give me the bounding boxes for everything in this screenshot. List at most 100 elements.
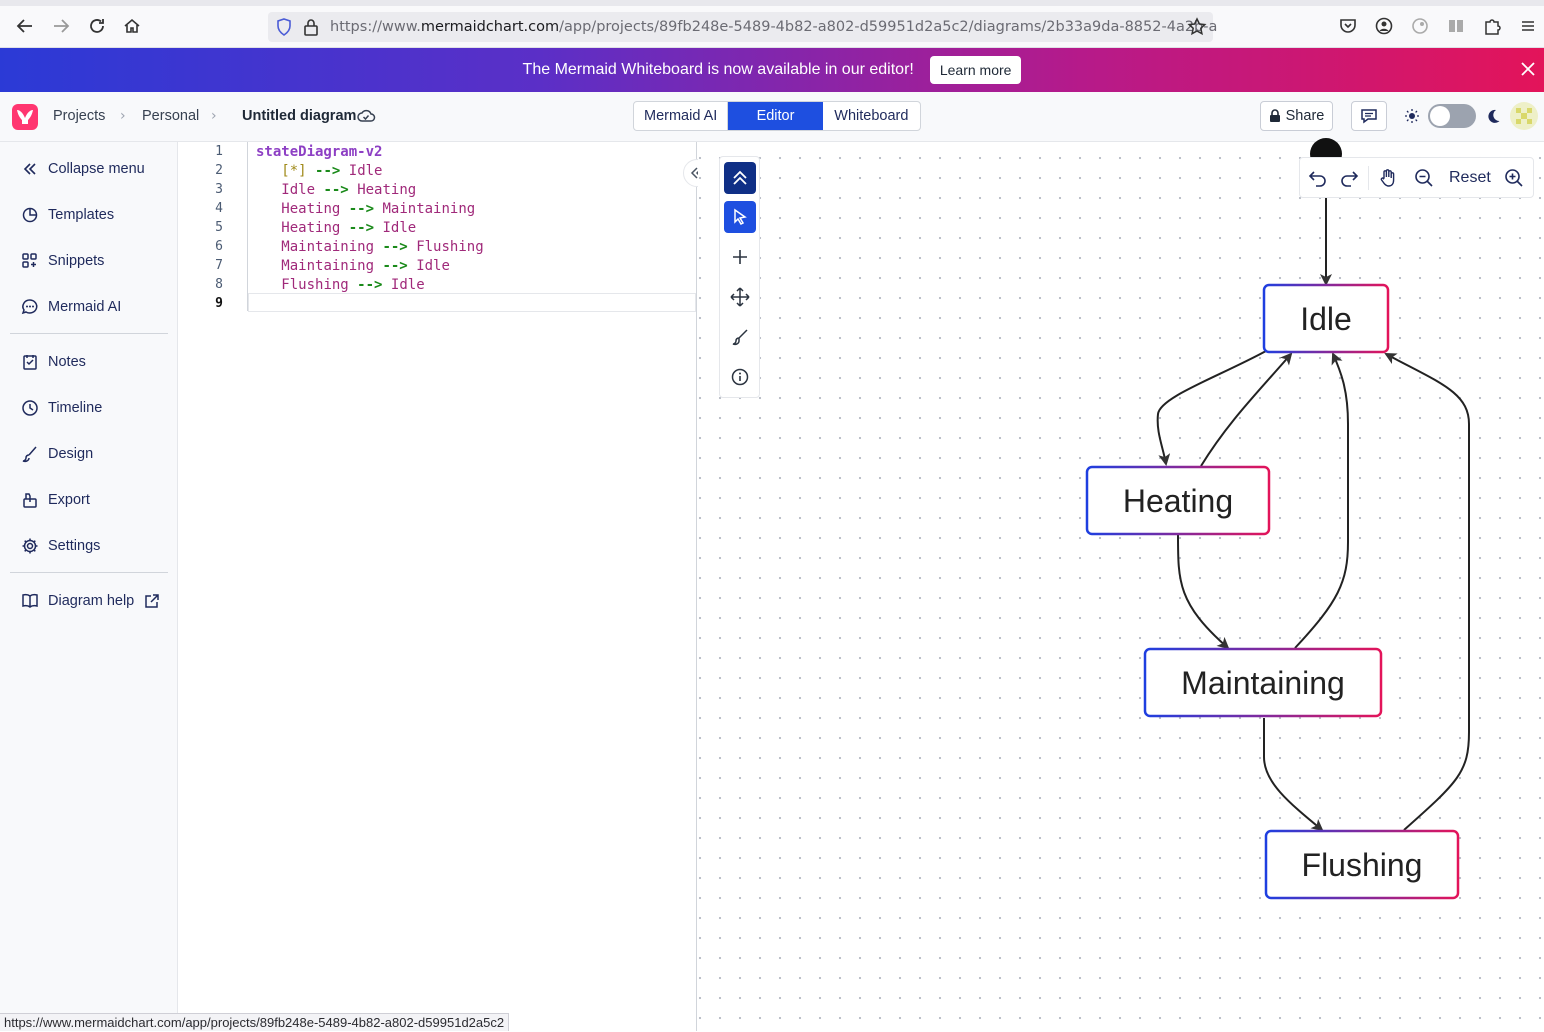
sidebar-item-diagram-help[interactable]: Diagram help xyxy=(20,589,160,613)
edge-flushing-idle xyxy=(1384,353,1470,831)
mermaid-logo[interactable] xyxy=(12,104,38,130)
code-indent xyxy=(256,239,281,255)
code-indent xyxy=(256,220,281,236)
sidebar-item-design[interactable]: Design xyxy=(20,442,93,466)
bookmark-star-icon[interactable] xyxy=(1187,17,1207,41)
comment-icon xyxy=(1361,109,1377,124)
lock-icon xyxy=(304,18,318,40)
info-button[interactable] xyxy=(724,361,756,393)
tab-mermaid-ai[interactable]: Mermaid AI xyxy=(634,102,729,130)
state-diagram: Idle Heating Maintaining Flushing xyxy=(1085,138,1470,900)
edge-maintaining-idle xyxy=(1294,352,1349,649)
back-icon[interactable] xyxy=(13,14,37,38)
sidebar-item-notes[interactable]: Notes xyxy=(20,350,86,374)
address-bar[interactable]: https://www.mermaidchart.com/app/project… xyxy=(268,12,1217,42)
line-number: 1 xyxy=(215,144,223,159)
move-tool-button[interactable] xyxy=(724,281,756,313)
code-source-state: Heating xyxy=(281,220,341,236)
share-button[interactable]: Share xyxy=(1260,101,1333,131)
account-icon[interactable] xyxy=(1373,15,1395,37)
pocket-icon[interactable] xyxy=(1337,15,1359,37)
code-source-state: Maintaining xyxy=(281,258,375,274)
code-arrow: --> xyxy=(382,258,408,274)
line-number: 8 xyxy=(215,277,223,292)
code-arrow: --> xyxy=(348,201,375,217)
book-icon xyxy=(20,591,40,611)
avatar[interactable] xyxy=(1510,102,1538,130)
sidebar-item-collapse-menu[interactable]: Collapse menu xyxy=(20,157,145,181)
select-tool-button[interactable] xyxy=(724,201,756,233)
zoom-in-icon[interactable] xyxy=(1503,167,1525,189)
edge-heating-maintaining xyxy=(1177,534,1230,650)
brush-icon xyxy=(732,329,748,346)
tab-whiteboard[interactable]: Whiteboard xyxy=(834,108,909,124)
state-label-flushing: Flushing xyxy=(1302,847,1423,883)
external-link-icon xyxy=(144,593,160,609)
breadcrumb-personal[interactable]: Personal xyxy=(142,108,200,124)
tab-editor[interactable]: Editor xyxy=(728,102,823,130)
add-node-button[interactable] xyxy=(724,241,756,273)
sidebar-item-label: Export xyxy=(48,492,90,508)
line-number: 7 xyxy=(215,258,223,273)
tab-strip xyxy=(0,0,1544,6)
extension-mask-icon[interactable] xyxy=(1409,15,1431,37)
lock-icon xyxy=(1269,109,1280,122)
state-label-heating: Heating xyxy=(1123,483,1233,519)
theme-toggle[interactable] xyxy=(1428,104,1476,128)
diagram-canvas[interactable]: Idle Heating Maintaining Flushing xyxy=(698,138,1544,1031)
reader-view-icon[interactable] xyxy=(1445,15,1467,37)
sidebar-item-settings[interactable]: Settings xyxy=(20,534,100,558)
sidebar-item-timeline[interactable]: Timeline xyxy=(20,396,102,420)
notes-icon xyxy=(20,352,40,372)
snippets-icon xyxy=(20,251,40,271)
code-line: Maintaining --> Idle xyxy=(256,258,450,274)
undo-icon[interactable] xyxy=(1307,167,1329,189)
hand-pan-icon[interactable] xyxy=(1377,167,1399,189)
sidebar-divider xyxy=(10,572,168,573)
state-node-maintaining[interactable]: Maintaining xyxy=(1143,647,1383,718)
comments-button[interactable] xyxy=(1351,101,1387,131)
sidebar-item-snippets[interactable]: Snippets xyxy=(20,249,104,273)
code-arrow: --> xyxy=(323,182,349,198)
close-icon[interactable] xyxy=(1518,60,1538,80)
cloud-saved-icon xyxy=(357,108,376,128)
status-bar-url: https://www.mermaidchart.com/app/project… xyxy=(0,1013,510,1031)
move-arrows-icon xyxy=(730,287,750,307)
code-indent xyxy=(256,258,281,274)
sidebar-item-mermaid-ai[interactable]: Mermaid AI xyxy=(20,295,121,319)
state-node-heating[interactable]: Heating xyxy=(1085,465,1271,536)
mode-tabs: Mermaid AI Editor Whiteboard xyxy=(633,101,921,131)
home-icon[interactable] xyxy=(120,14,144,38)
sidebar: Collapse menu Templates Snippets Mermaid… xyxy=(0,142,178,1031)
extensions-puzzle-icon[interactable] xyxy=(1481,15,1503,37)
sidebar-item-label: Design xyxy=(48,446,94,462)
redo-icon[interactable] xyxy=(1338,167,1360,189)
state-node-flushing[interactable]: Flushing xyxy=(1264,829,1460,900)
reload-icon[interactable] xyxy=(85,14,109,38)
share-label: Share xyxy=(1285,108,1325,124)
breadcrumb-projects[interactable]: Projects xyxy=(53,108,106,124)
code-target-state: Idle xyxy=(416,258,450,274)
code-source-state: Maintaining xyxy=(281,239,375,255)
code-source-state: Idle xyxy=(281,182,316,198)
brush-tool-button[interactable] xyxy=(724,321,756,353)
sidebar-item-export[interactable]: Export xyxy=(20,488,90,512)
hamburger-menu-icon[interactable] xyxy=(1517,15,1539,37)
canvas-toolbar xyxy=(719,156,760,398)
forward-icon[interactable] xyxy=(49,14,73,38)
templates-icon xyxy=(20,205,40,225)
sidebar-item-label: Mermaid AI xyxy=(48,299,122,315)
zoom-out-icon[interactable] xyxy=(1413,167,1435,189)
collapse-toolbar-button[interactable] xyxy=(724,162,756,194)
state-node-idle[interactable]: Idle xyxy=(1262,283,1390,354)
sidebar-item-label: Timeline xyxy=(48,400,103,416)
clock-icon xyxy=(20,398,40,418)
learn-more-button[interactable]: Learn more xyxy=(929,56,1022,84)
double-chevron-up-icon xyxy=(733,170,747,185)
sidebar-item-label: Settings xyxy=(48,538,101,554)
sidebar-item-templates[interactable]: Templates xyxy=(20,203,114,227)
line-number: 2 xyxy=(215,163,223,178)
zoom-reset-button[interactable]: Reset xyxy=(1449,169,1491,186)
diagram-title[interactable]: Untitled diagram xyxy=(242,108,357,124)
